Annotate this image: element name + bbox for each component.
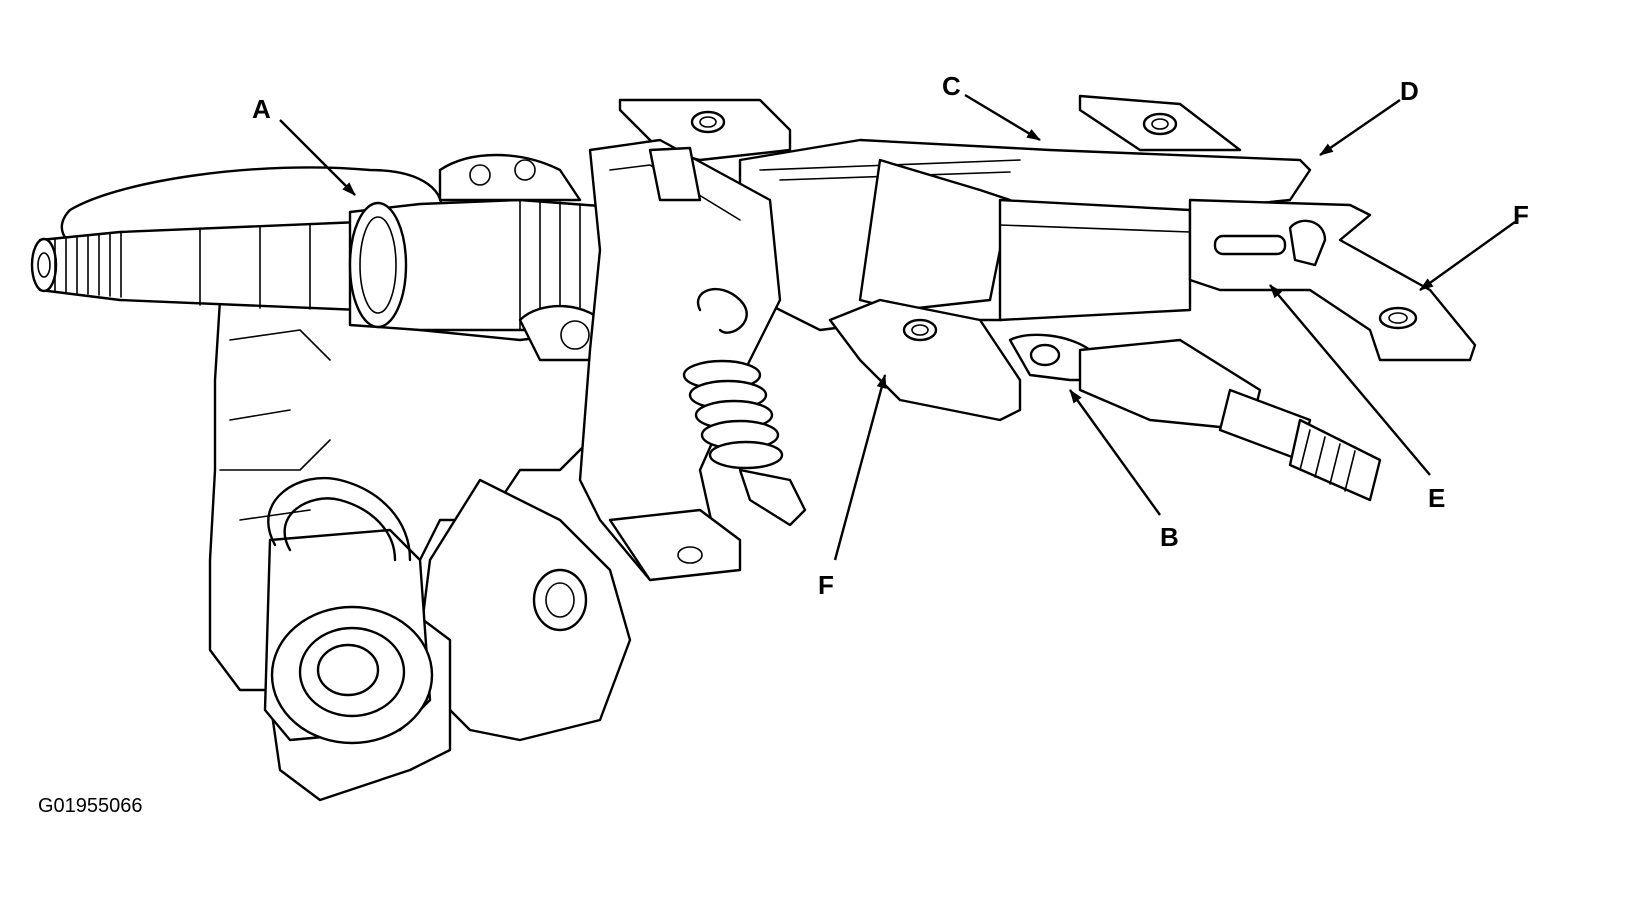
- right-mount-bracket-d: [1078, 94, 1242, 152]
- upper-shaft: [30, 153, 652, 362]
- figure-id: G01955066: [38, 795, 143, 817]
- ignition-cylinder: [263, 476, 434, 745]
- lower-shaft: [1008, 333, 1382, 502]
- callout-f-lower: F: [818, 570, 834, 600]
- lower-bracket-f: [828, 298, 1022, 422]
- callout-f-right: F: [1513, 200, 1529, 230]
- column-tube: [738, 138, 1312, 332]
- callout-a: A: [252, 94, 271, 124]
- callout-d: D: [1400, 76, 1419, 106]
- center-plate: [578, 138, 782, 582]
- callout-arrows: [279, 93, 1516, 561]
- tilt-spring: [682, 287, 807, 527]
- callout-e: E: [1428, 483, 1445, 513]
- callout-c: C: [942, 71, 961, 101]
- tilt-bracket: [1188, 198, 1477, 362]
- callout-b: B: [1160, 522, 1179, 552]
